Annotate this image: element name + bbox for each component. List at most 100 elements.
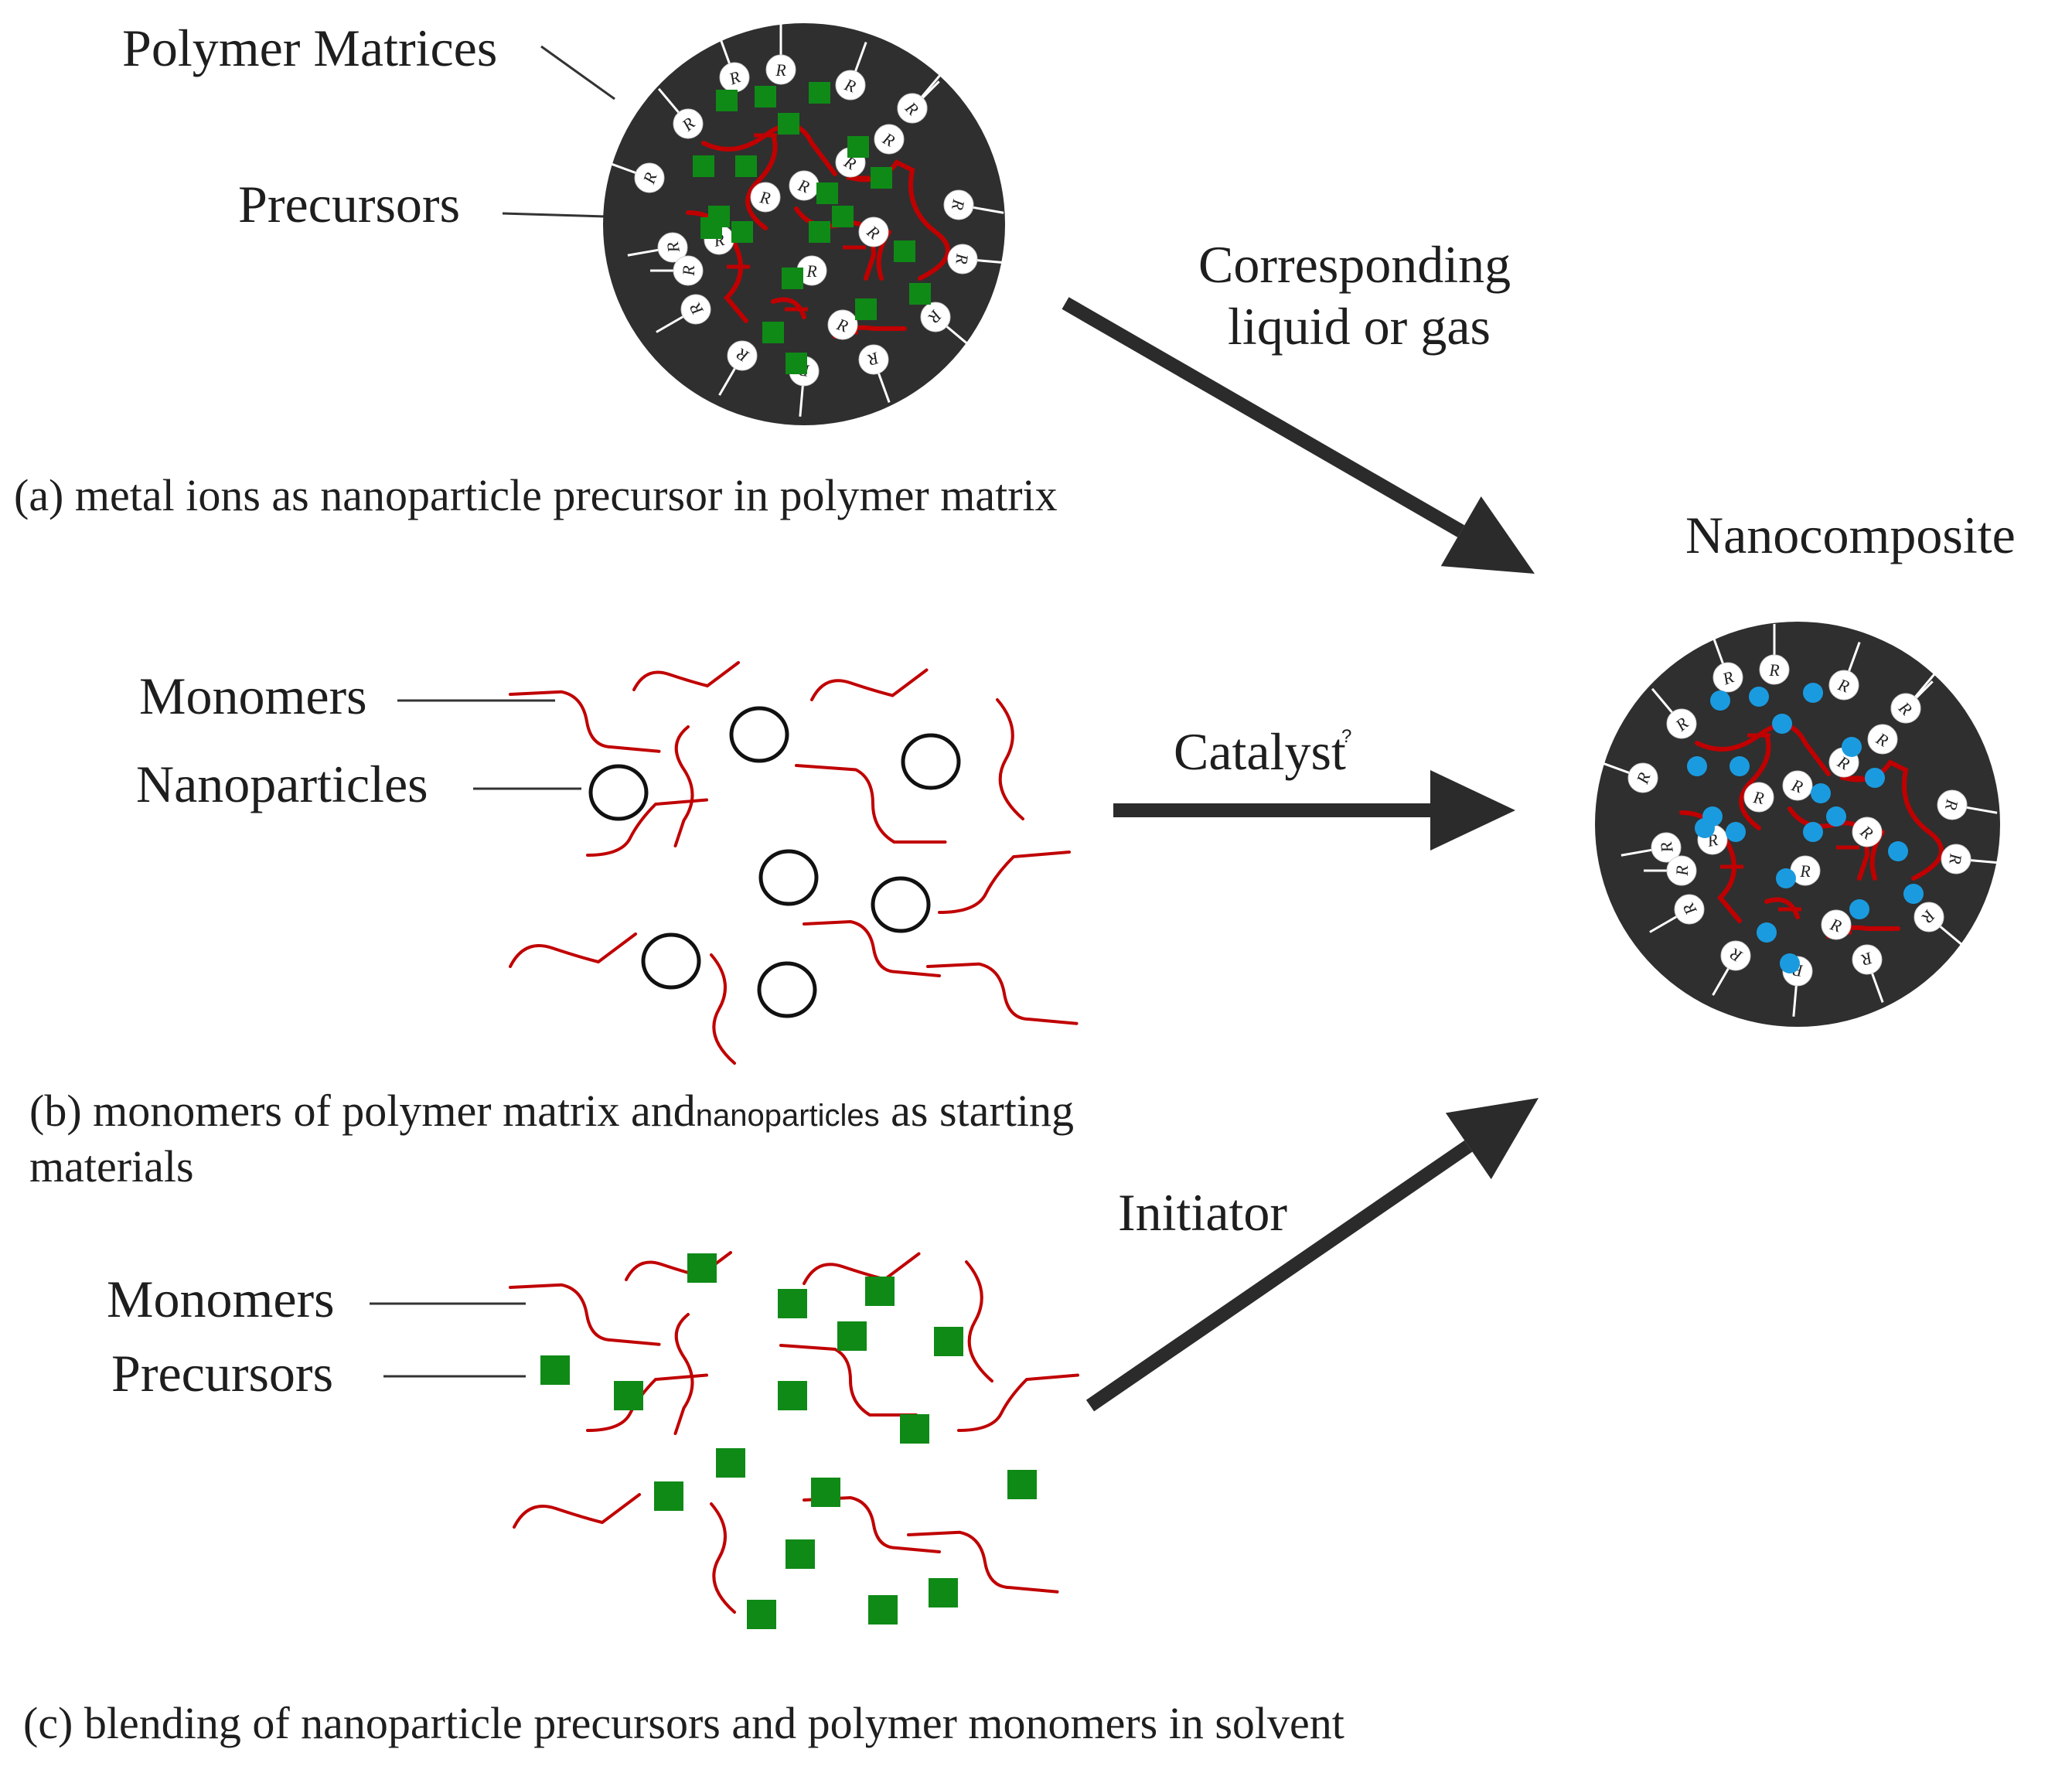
nanocomposite-disc-r-group-1: R <box>1711 634 1743 693</box>
nanocomposite-disc-r-group-8: R <box>1712 940 1751 996</box>
matrix-disc-a-r-group-23: R <box>874 124 905 155</box>
caption-a: (a) metal ions as nanoparticle precursor… <box>14 470 1058 520</box>
matrix-disc-a-precursor-17 <box>786 353 807 374</box>
matrix-disc-a-r-group-22: R <box>650 255 704 286</box>
matrix-disc-a-r-group-10-ball <box>858 344 889 375</box>
nanocomposite-disc-crosslink-6 <box>1764 897 1800 919</box>
precursor-c-15 <box>868 1595 898 1625</box>
nanocomposite-disc-r-group-15: R <box>1743 782 1774 813</box>
nanocomposite-disc-r-group-11: R <box>1914 902 1965 948</box>
matrix-disc-a-r-group-10-tail <box>878 373 891 403</box>
label-catalyst: Catalyst <box>1174 722 1346 781</box>
caption-b-small: nanoparticles <box>695 1099 880 1133</box>
matrix-disc-a-r-group-12-ball <box>943 189 974 220</box>
matrix-disc-a-r-group-6-letter: R <box>663 240 683 254</box>
matrix-disc-a-r-group-1: R <box>717 34 750 93</box>
precursor-c-16 <box>747 1600 776 1629</box>
precursor-c-7 <box>778 1381 807 1410</box>
nanocomposite-disc-r-group-2-ball <box>1759 654 1790 685</box>
matrix-disc-a-r-group-23-ball <box>874 124 905 155</box>
nanocomposite-disc-r-group-22: R <box>1644 855 1697 886</box>
matrix-disc-a-precursor-9 <box>782 268 803 289</box>
nanocomposite-disc-r-group-6-ball <box>1651 832 1682 863</box>
matrix-disc-a-r-group-15: R <box>750 182 781 213</box>
matrix-disc-a-r-group-7: R <box>656 294 711 333</box>
matrix-disc-a-r-group-7-ball <box>680 294 711 325</box>
precursor-c-4 <box>934 1327 963 1356</box>
matrix-disc-a-crosslink-6 <box>771 297 806 319</box>
precursor-c-3 <box>837 1321 867 1351</box>
nanocomposite-disc-nanoparticle-5 <box>1730 756 1750 776</box>
matrix-disc-a-r-group-6: R <box>627 232 688 263</box>
monomer-b-2 <box>810 668 929 701</box>
nanocomposite-disc-r-group-0-ball <box>1666 708 1697 739</box>
label-corresponding-line2: liquid or gas <box>1228 297 1491 356</box>
nanocomposite-disc-nanoparticle-10 <box>1842 737 1862 757</box>
matrix-disc-a-r-group-14-ball <box>897 93 928 124</box>
precursor-c-1 <box>778 1289 807 1318</box>
nanocomposite-disc-r-group-6: R <box>1620 832 1682 863</box>
nanocomposite-disc-r-group-6-letter: R <box>1657 840 1677 854</box>
precursor-c-10 <box>654 1481 683 1511</box>
matrix-disc-a-r-group-0-tail <box>657 87 680 114</box>
nanocomposite-disc-nanoparticle-8 <box>1803 822 1823 842</box>
matrix-disc-a-r-group-8: R <box>718 340 758 396</box>
matrix-disc-a-r-group-6-ball <box>657 232 688 263</box>
matrix-disc-a-r-group-12: R <box>943 189 1004 220</box>
nanocomposite-disc-r-group-16: R <box>1782 770 1813 801</box>
matrix-disc-a-r-group-8-ball <box>727 340 758 371</box>
nanocomposite-disc-crosslink-1 <box>1739 733 1771 830</box>
catalyst-mark: ? <box>1341 726 1351 747</box>
label-polymer-matrices: Polymer Matrices <box>122 19 498 77</box>
matrix-disc-a-r-group-21-ball <box>827 309 858 340</box>
nanocomposite-disc-nanoparticle-15 <box>1757 922 1777 943</box>
matrix-disc-a-precursor-2 <box>809 82 830 104</box>
matrix-disc-a-r-group-13-ball <box>947 244 978 274</box>
caption-c: (c) blending of nanoparticle precursors … <box>23 1698 1344 1748</box>
monomer-b-8 <box>509 932 637 968</box>
monomer-b-5 <box>795 764 947 844</box>
label-nanocomposite: Nanocomposite <box>1685 506 2016 564</box>
matrix-disc-a-r-group-0-ball <box>673 108 704 139</box>
matrix-disc-a-r-group-13-tail <box>976 259 1008 264</box>
nanocomposite-disc-r-group-3-ball <box>1828 670 1859 701</box>
matrix-disc-a-r-group-20-letter: R <box>806 262 816 281</box>
monomer-c-11 <box>710 1502 736 1614</box>
arrow-a-to-nanocomposite <box>1062 297 1535 574</box>
matrix-disc-a-precursor-10 <box>847 136 869 158</box>
monomer-b-3 <box>996 698 1024 820</box>
nanoparticle-b-3 <box>758 849 819 906</box>
matrix-disc-a-precursor-11 <box>871 167 892 189</box>
label-precursors-c: Precursors <box>111 1344 334 1403</box>
precursor-c-0 <box>687 1253 717 1283</box>
matrix-disc-a-r-group-19: R <box>858 216 889 247</box>
matrix-disc-a-r-group-22-letter: R <box>680 265 698 276</box>
label-monomers-b: Monomers <box>139 667 367 725</box>
nanocomposite-disc-r-group-14-ball <box>1890 693 1921 724</box>
nanocomposite-disc-r-group-21: R <box>1821 909 1852 940</box>
monomer-c-0 <box>509 1283 661 1346</box>
matrix-disc-a-r-group-15-ball <box>750 182 781 213</box>
nanocomposite-disc-r-group-3-tail <box>1848 642 1861 672</box>
caption-b-line2: materials <box>29 1141 194 1192</box>
nanocomposite-disc-r-group-8-ball <box>1720 940 1751 971</box>
matrix-disc-a-precursor-5 <box>735 155 757 177</box>
nanocomposite-disc-nanoparticle-4 <box>1687 756 1707 776</box>
nanocomposite-disc-r-group-20-letter: R <box>1799 862 1810 881</box>
nanocomposite-disc-r-group-13-letter: R <box>1945 852 1965 864</box>
label-initiator: Initiator <box>1118 1183 1288 1242</box>
matrix-disc-a-r-group-8-tail <box>718 367 736 396</box>
nanocomposite-disc-nanoparticle-16 <box>1849 899 1869 919</box>
arrow-c-to-nanocomposite <box>1085 1098 1539 1412</box>
arrow-c-to-nanocomposite-shaft <box>1085 1140 1473 1412</box>
matrix-disc-a-r-group-10: R <box>858 344 891 403</box>
nanocomposite-disc-nanoparticle-7 <box>1726 822 1746 842</box>
matrix-disc-a-crosslink-3 <box>686 210 748 323</box>
matrix-disc-a-r-group-7-tail <box>656 315 684 333</box>
nanocomposite-disc-r-group-2-letter: R <box>1768 661 1779 680</box>
arrow-b-to-nanocomposite <box>1113 770 1515 851</box>
precursor-c-9 <box>716 1448 745 1478</box>
precursor-c-2 <box>865 1277 895 1306</box>
section-b-particles <box>509 661 1079 1065</box>
